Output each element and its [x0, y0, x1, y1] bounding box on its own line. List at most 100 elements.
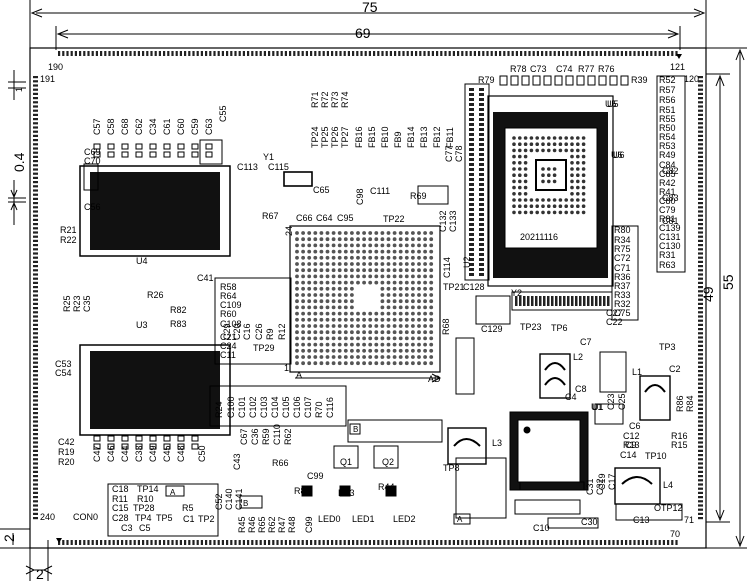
edge-pad: [58, 51, 61, 56]
strip-pin: [583, 296, 586, 306]
bga-ball: [386, 361, 391, 366]
strip-pin: [479, 198, 484, 201]
edge-pad: [612, 540, 615, 545]
bga-ball: [423, 330, 427, 335]
bga-ball: [523, 154, 528, 159]
component-label: C58: [106, 118, 116, 135]
edge-pad: [179, 540, 182, 545]
edge-pad: [33, 176, 38, 179]
bga-ball: [417, 243, 421, 248]
edge-pad: [326, 540, 329, 545]
strip-pin: [469, 213, 474, 216]
bga-ball: [512, 210, 516, 215]
edge-pad: [698, 101, 703, 104]
marker-a-box: A: [457, 515, 463, 524]
bga-ball: [392, 348, 397, 353]
edge-pad: [625, 540, 628, 545]
strip-pin: [479, 158, 484, 161]
strip-pin: [515, 296, 518, 306]
component-label: R42: [659, 178, 676, 188]
component-label: C133: [448, 210, 458, 232]
bga-ball: [380, 342, 385, 347]
bga-ball: [380, 249, 385, 254]
component-label: C33: [134, 445, 144, 462]
bga-ball: [295, 237, 299, 242]
smd-pad: [163, 143, 171, 150]
edge-pad: [698, 344, 703, 347]
chip-u3: [79, 344, 231, 436]
edge-pad: [310, 51, 313, 56]
edge-pad: [490, 51, 493, 56]
edge-pad: [698, 248, 703, 251]
edge-pad: [616, 540, 619, 545]
bga-ball: [512, 154, 516, 159]
edge-pad: [698, 479, 703, 482]
bga-ball: [337, 324, 342, 328]
bga-ball: [404, 255, 409, 260]
bga-ball: [350, 336, 354, 341]
board-outline: [29, 47, 707, 549]
strip-pin: [469, 128, 474, 131]
component-label: C74: [556, 64, 573, 74]
edge-pad: [188, 540, 191, 545]
bga-ball: [362, 268, 366, 273]
smd-pad: [598, 75, 607, 86]
bga-ball: [301, 280, 305, 285]
component-label: R76: [598, 64, 615, 74]
bga-ball: [343, 286, 348, 291]
edge-pad: [698, 307, 703, 310]
component-label: TP4: [135, 513, 152, 523]
component-label: C42: [58, 437, 75, 447]
edge-pad: [675, 540, 678, 545]
bga-ball: [337, 231, 342, 235]
bga-ball: [523, 198, 528, 202]
bga-ball: [541, 173, 545, 177]
bga-ball: [374, 330, 379, 335]
component-label: C104: [270, 396, 280, 418]
edge-pad: [33, 504, 38, 507]
component-label: R24: [214, 401, 224, 418]
bga-ball: [429, 336, 434, 341]
strip-pin: [567, 296, 570, 306]
edge-pad: [599, 540, 602, 545]
bga-ball: [295, 286, 299, 291]
edge-pad: [566, 51, 569, 56]
edge-pad: [698, 130, 703, 133]
edge-pad: [33, 449, 38, 452]
edge-pad: [347, 540, 350, 545]
edge-pad: [335, 51, 338, 56]
bga-ball: [512, 167, 516, 171]
component-label: C22: [606, 317, 623, 327]
bga-ball: [404, 237, 409, 242]
bga-ball: [325, 237, 330, 242]
bga-ball: [392, 305, 397, 310]
component-label: C32: [595, 478, 605, 495]
edge-pad: [33, 265, 38, 268]
bga-ball: [386, 293, 391, 297]
component-label: C1: [183, 514, 195, 524]
smd-pad: [107, 435, 115, 442]
bga-ball: [398, 361, 403, 366]
edge-pad: [557, 540, 560, 545]
smd-pad: [191, 151, 199, 158]
bga-ball: [356, 268, 360, 273]
bga-ball: [319, 293, 324, 297]
bga-ball: [331, 355, 336, 359]
bga-ball: [576, 154, 580, 159]
edge-pad: [599, 51, 602, 56]
bga-ball: [343, 243, 348, 248]
bga-ball: [307, 243, 312, 248]
bga-ball: [350, 280, 354, 285]
bga-ball: [576, 161, 580, 165]
edge-pad: [33, 420, 38, 423]
edge-pad: [515, 540, 518, 545]
pin-121: 121: [670, 62, 685, 72]
bga-ball: [404, 317, 409, 322]
strip-pin: [469, 188, 474, 191]
strip-pin: [479, 88, 484, 91]
component-label: CON0: [73, 512, 98, 522]
bga-ball: [319, 243, 324, 248]
component-label: C110: [272, 424, 282, 445]
edge-pad: [33, 496, 38, 499]
